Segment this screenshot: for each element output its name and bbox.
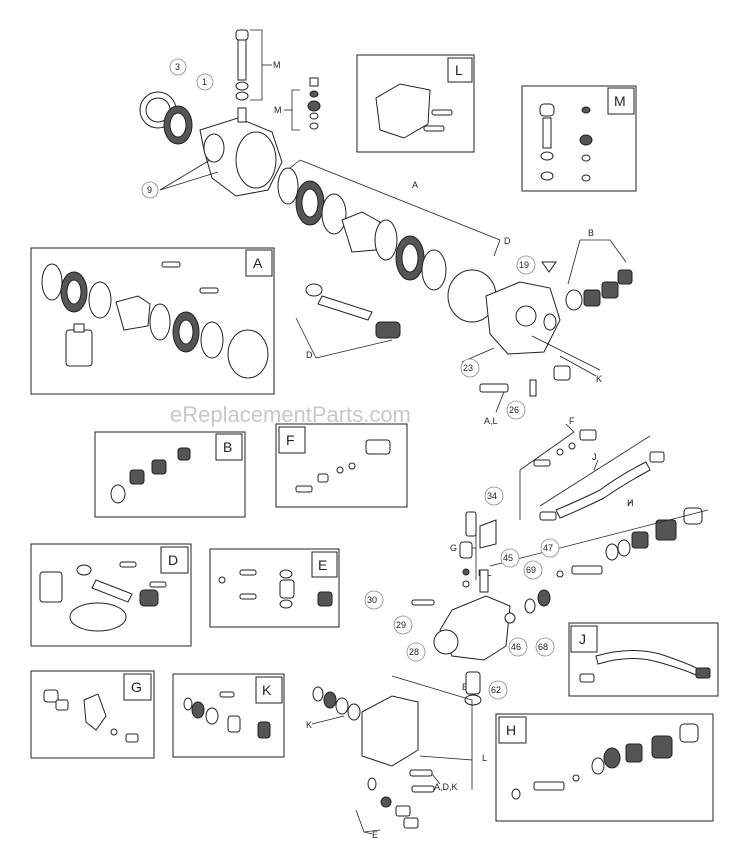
leader-e-bottom: E [372, 830, 378, 840]
plunger-cap-part [235, 29, 249, 41]
valve-stem-part [465, 511, 477, 537]
callout-3: 3 [175, 62, 180, 72]
leader-a-main: A [412, 180, 418, 190]
leader-adk: A,D,K [434, 782, 458, 792]
leader-d-mid: D [306, 350, 313, 360]
washer-part [277, 167, 299, 205]
watermark: eReplacementParts.com [170, 402, 411, 427]
kit-box-h: H [495, 713, 714, 822]
spring-part [375, 321, 401, 339]
leader-g-left: G [450, 543, 457, 553]
callout-29: 29 [396, 620, 406, 630]
callout-69: 69 [526, 565, 536, 575]
leader-b-right: B [588, 228, 594, 238]
callout-9: 9 [147, 185, 152, 195]
lower-pump-assembly [411, 511, 516, 706]
callout-1: 1 [202, 77, 207, 87]
kit-b-tag: B [223, 439, 232, 455]
top-leader-lines [159, 29, 627, 413]
crank-hub-part [341, 211, 381, 253]
kit-g-tag: G [131, 679, 142, 695]
kit-a-tag: A [253, 255, 263, 271]
callout-19: 19 [519, 260, 529, 270]
top-callouts: 3 1 9 19 23 26 M M A D D B K A,L [141, 58, 602, 426]
kit-h-tag: H [506, 722, 516, 738]
kit-box-k: K [172, 673, 285, 758]
kit-d-tag: D [168, 552, 178, 568]
lower-callouts: 34 30 29 28 45 47 69 46 68 62 [364, 486, 560, 700]
callout-28: 28 [409, 647, 419, 657]
kit-box-m: M [521, 85, 637, 192]
manifold-part [375, 83, 431, 139]
kit-box-a: A [30, 247, 275, 395]
kit-h-frame [495, 713, 714, 822]
discharge-assembly [524, 429, 703, 614]
callout-circle [169, 58, 187, 76]
callout-23: 23 [463, 363, 473, 373]
leader-m-top: M [273, 60, 281, 70]
kit-m-tag: M [614, 93, 626, 109]
lower-leader-text: K L A,D,K E [306, 720, 487, 840]
kit-box-d: D [30, 543, 192, 647]
kit-j-tag: J [579, 631, 586, 647]
leader-m-mid: M [274, 105, 282, 115]
leader-h-right: H [627, 498, 634, 508]
callout-46: 46 [511, 642, 521, 652]
crankcase-assembly [139, 29, 633, 397]
oil-bottle-part [65, 329, 93, 367]
kit-e-tag: E [318, 557, 327, 573]
leader-al: A,L [484, 416, 498, 426]
kit-k-tag: K [262, 682, 272, 698]
leader-j-right: J [592, 452, 597, 462]
lower-manifold-assembly [312, 686, 435, 829]
leader-l-low: L [482, 753, 487, 763]
callout-68: 68 [538, 642, 548, 652]
kit-l-tag: L [455, 62, 463, 78]
kit-box-g: G [30, 670, 155, 759]
callout-30: 30 [367, 595, 377, 605]
callout-62: 62 [491, 685, 501, 695]
kit-box-j: J [568, 622, 719, 697]
callout-45: 45 [503, 553, 513, 563]
kit-box-f: F [275, 423, 408, 508]
leader-f-right: F [569, 416, 575, 426]
plunger-shaft-part [237, 39, 247, 81]
hose-part [555, 461, 651, 519]
leader-k-right: K [596, 374, 602, 384]
kit-box-l: L [356, 54, 475, 153]
callout-26: 26 [509, 405, 519, 415]
callout-47: 47 [543, 543, 553, 553]
callout-34: 34 [487, 491, 497, 501]
rod-part [317, 295, 373, 321]
leader-e-mid: E [462, 682, 468, 692]
kit-box-b: B [94, 431, 246, 518]
leader-d-top: D [504, 236, 511, 246]
kit-f-tag: F [286, 432, 295, 448]
leader-k-low: K [306, 720, 312, 730]
lower-leader-lines [311, 675, 473, 835]
kit-box-e: E [209, 548, 340, 628]
manifold-part [361, 695, 419, 767]
valve-part [309, 77, 319, 87]
